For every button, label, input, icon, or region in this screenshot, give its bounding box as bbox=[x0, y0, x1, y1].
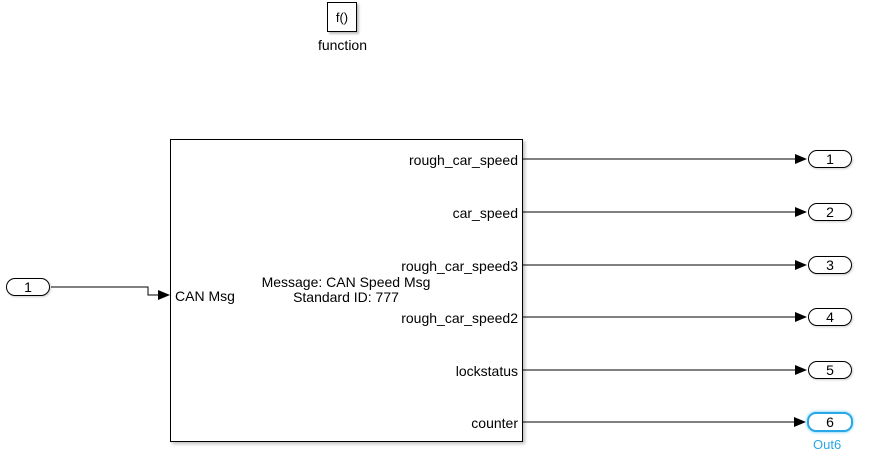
outport-number: 1 bbox=[826, 151, 834, 167]
inport-1[interactable]: 1 bbox=[6, 278, 50, 296]
outport-number: 4 bbox=[826, 309, 834, 325]
output-label-5: lockstatus bbox=[455, 363, 518, 379]
message-line: Message: CAN Speed Msg bbox=[261, 274, 431, 290]
block-description: Message: CAN Speed Msg Standard ID: 777 bbox=[255, 275, 437, 305]
output-label-6: counter bbox=[471, 415, 518, 431]
outport-4[interactable]: 4 bbox=[808, 308, 852, 326]
function-block-label: f() bbox=[335, 9, 349, 25]
outport-1[interactable]: 1 bbox=[808, 150, 852, 168]
outport-5[interactable]: 5 bbox=[808, 361, 852, 379]
output-label-1: rough_car_speed bbox=[409, 152, 518, 168]
output-label-2: car_speed bbox=[452, 205, 518, 221]
outport-number: 5 bbox=[826, 362, 834, 378]
output-label-3: rough_car_speed3 bbox=[401, 258, 518, 274]
outport-3[interactable]: 3 bbox=[808, 256, 852, 274]
standard-id-line: Standard ID: 777 bbox=[293, 289, 399, 305]
outport-2[interactable]: 2 bbox=[808, 203, 852, 221]
can-unpack-block[interactable]: CAN Msg Message: CAN Speed Msg Standard … bbox=[170, 139, 523, 442]
function-block-name[interactable]: function bbox=[317, 37, 368, 53]
outport-6[interactable]: 6 bbox=[807, 412, 853, 432]
function-block[interactable]: f() bbox=[327, 2, 357, 32]
outport-number: 6 bbox=[826, 414, 834, 430]
output-label-4: rough_car_speed2 bbox=[401, 310, 518, 326]
outport-number: 3 bbox=[826, 257, 834, 273]
signal-line-in[interactable] bbox=[51, 286, 170, 300]
outport-6-name[interactable]: Out6 bbox=[813, 437, 842, 452]
inport-number: 1 bbox=[24, 279, 32, 295]
outport-number: 2 bbox=[826, 204, 834, 220]
input-port-label: CAN Msg bbox=[175, 288, 235, 304]
